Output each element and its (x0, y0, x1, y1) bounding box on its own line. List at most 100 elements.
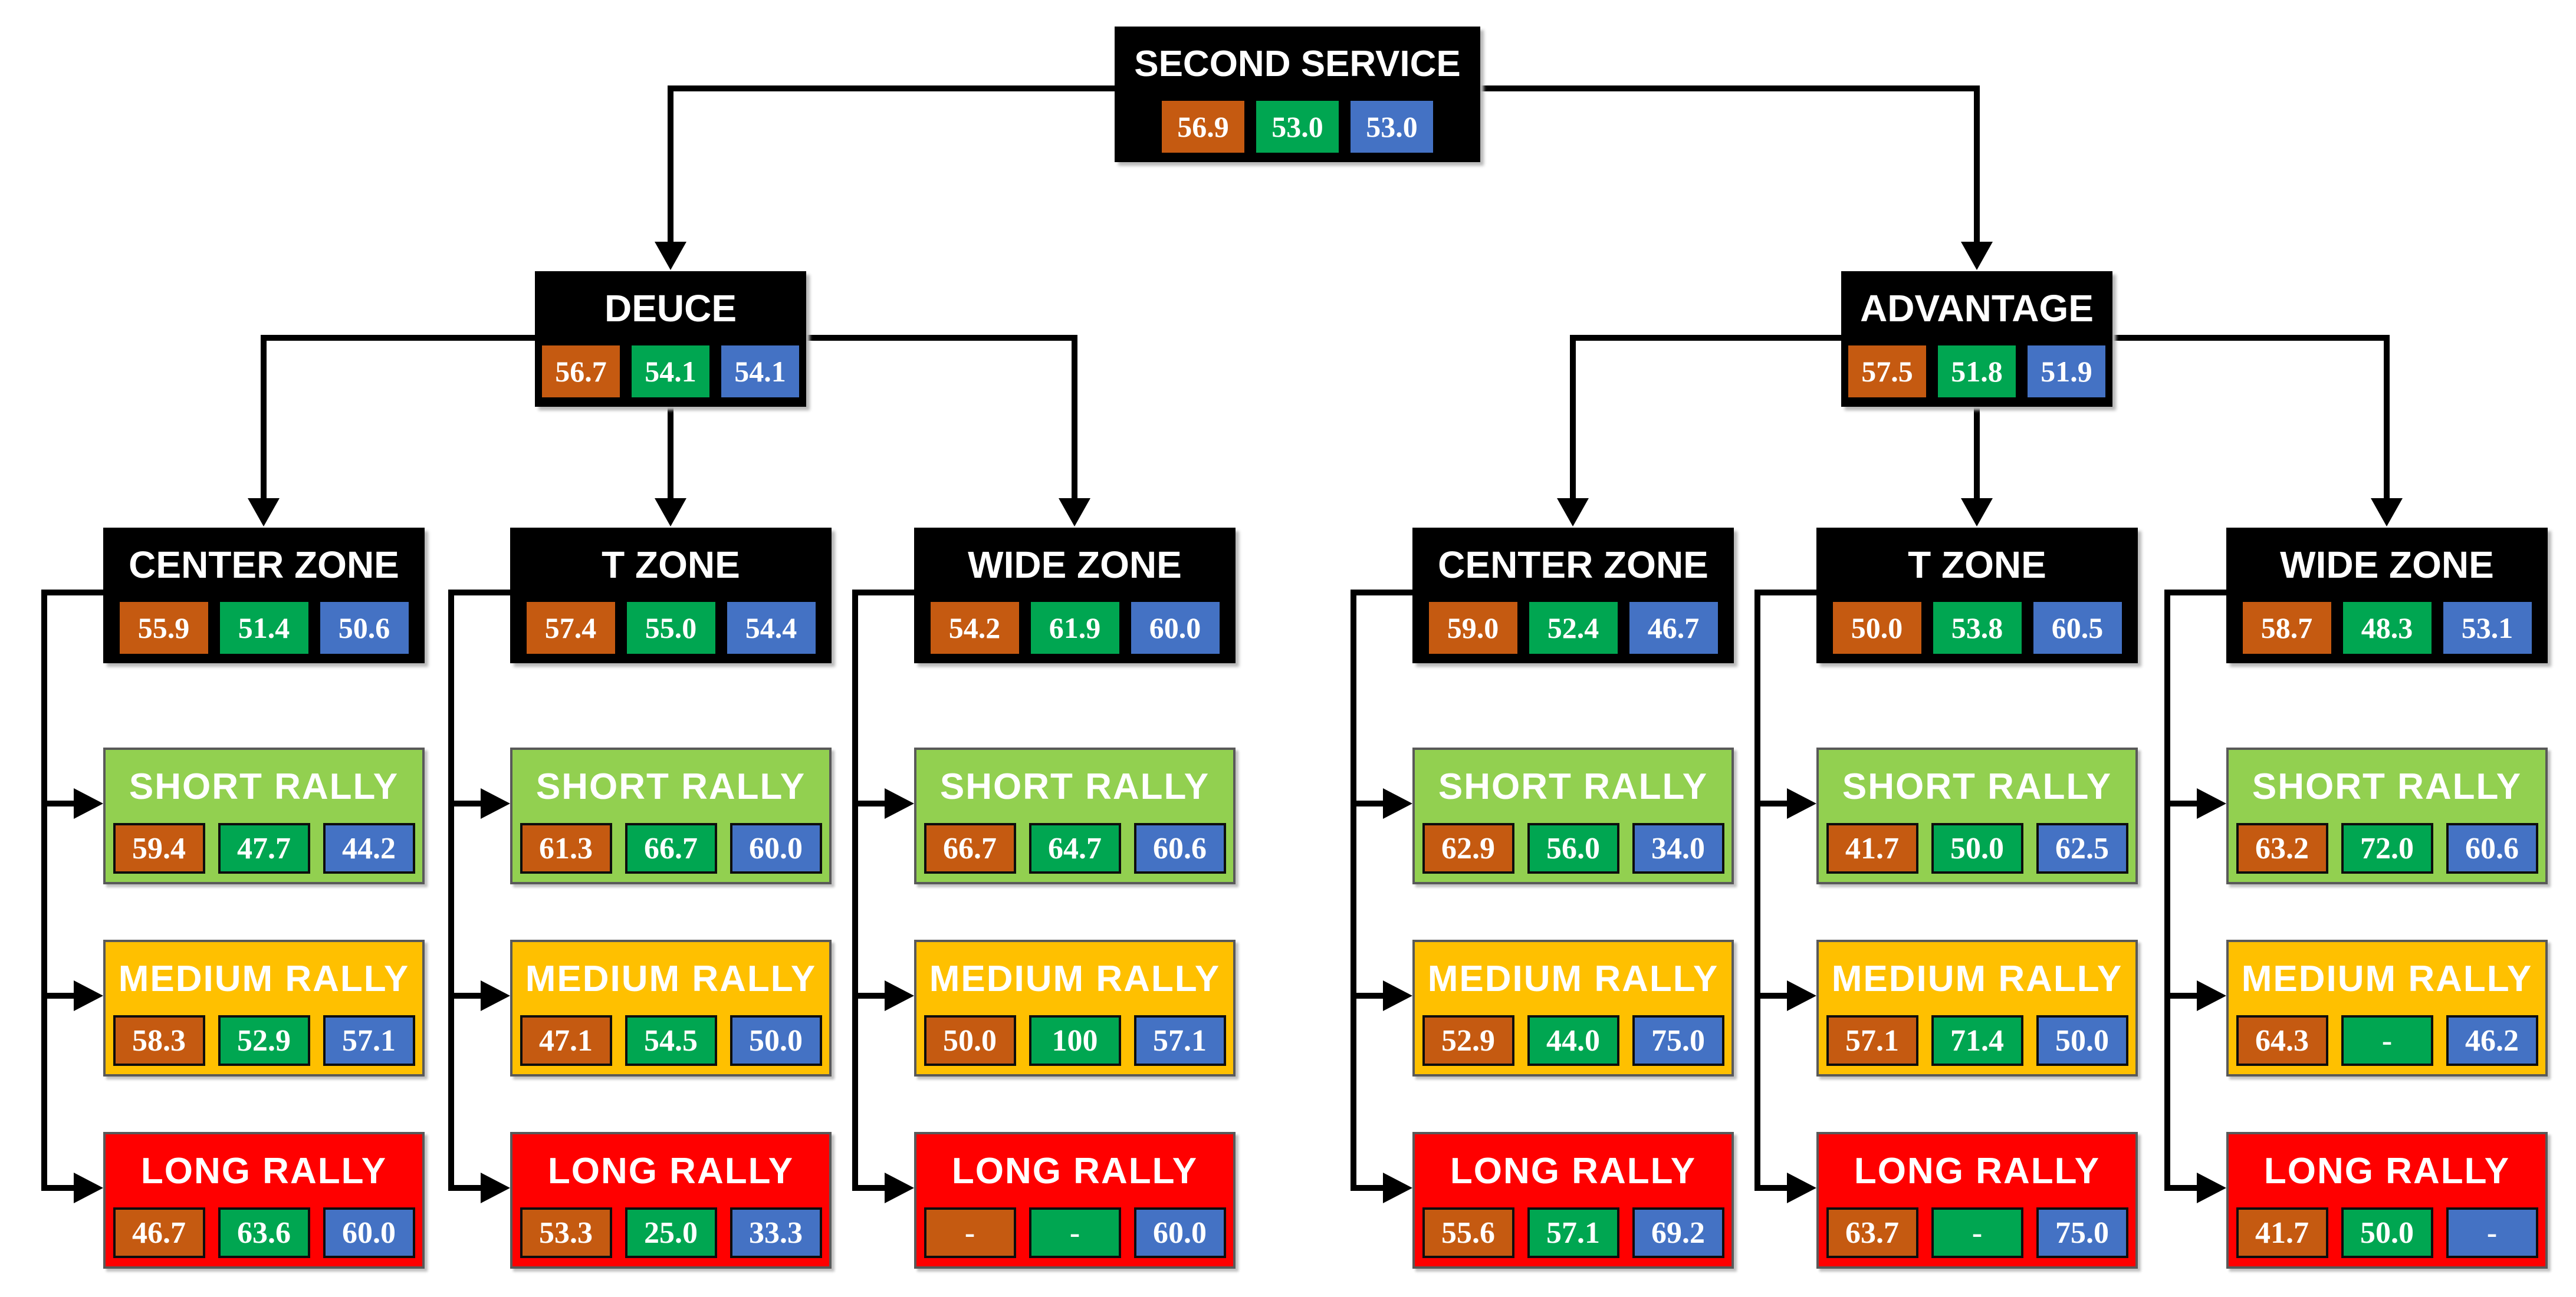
node-advantage: ADVANTAGE 57.5 51.8 51.9 (1841, 271, 2112, 407)
rally-title: SHORT RALLY (535, 766, 806, 807)
rally-node-short: SHORT RALLY 59.4 47.7 44.2 (103, 748, 425, 884)
connector-line (2384, 335, 2390, 501)
chip-row: 50.0 53.8 60.5 (1816, 602, 2138, 663)
stat-chip-orange: 50.0 (1832, 602, 1921, 654)
connector-line (1974, 407, 1980, 500)
stat-chip-blue: 75.0 (2036, 1207, 2128, 1258)
stat-chip-blue: 54.1 (721, 345, 799, 397)
stat-chip-orange: 41.7 (2236, 1207, 2328, 1258)
stat-chip-orange: 55.9 (119, 602, 208, 654)
stat-chip-orange: 63.7 (1826, 1207, 1918, 1258)
chip-row: 59.4 47.7 44.2 (106, 823, 422, 882)
rally-node-long: LONG RALLY 55.6 57.1 69.2 (1412, 1132, 1734, 1269)
stat-chip-blue: 75.0 (1632, 1015, 1724, 1066)
connector-arrowhead (1961, 498, 1993, 526)
connector-line (2112, 335, 2387, 341)
stat-chip-orange: 61.3 (520, 823, 612, 874)
stat-chip-blue: 53.0 (1351, 101, 1433, 153)
stat-chip-orange: 59.4 (113, 823, 205, 874)
rally-node-short: SHORT RALLY 61.3 66.7 60.0 (510, 748, 832, 884)
connector-line (1351, 1185, 1384, 1191)
chip-row: 58.3 52.9 57.1 (106, 1015, 422, 1074)
rally-title: MEDIUM RALLY (1427, 958, 1719, 999)
rally-title: LONG RALLY (951, 1150, 1198, 1191)
zone-node-deuce-center: CENTER ZONE 55.9 51.4 50.6 (103, 528, 425, 663)
connector-line (668, 407, 673, 500)
rally-node-long: LONG RALLY 53.3 25.0 33.3 (510, 1132, 832, 1269)
connector-arrowhead (2197, 788, 2226, 819)
stat-chip-green: 71.4 (1931, 1015, 2023, 1066)
connector-arrowhead (1787, 1173, 1816, 1203)
stat-chip-blue: 60.0 (730, 823, 822, 874)
connector-line (852, 801, 886, 806)
connector-line (1353, 590, 1412, 595)
chip-row: 64.3 - 46.2 (2229, 1015, 2545, 1074)
rally-title: MEDIUM RALLY (1831, 958, 2123, 999)
chip-row: 47.1 54.5 50.0 (512, 1015, 829, 1074)
stat-chip-green: 61.9 (1030, 602, 1119, 654)
chip-row: 57.1 71.4 50.0 (1819, 1015, 2135, 1074)
rally-node-long: LONG RALLY - - 60.0 (914, 1132, 1236, 1269)
connector-line (41, 801, 75, 806)
connector-line (451, 590, 510, 595)
stat-chip-green: 50.0 (1931, 823, 2023, 874)
rally-node-long: LONG RALLY 46.7 63.6 60.0 (103, 1132, 425, 1269)
stat-chip-blue: 50.6 (320, 602, 409, 654)
rally-node-medium: MEDIUM RALLY 47.1 54.5 50.0 (510, 940, 832, 1077)
connector-line (448, 590, 454, 1191)
rally-title: SHORT RALLY (2252, 766, 2522, 807)
stat-chip-green: 55.0 (626, 602, 715, 654)
rally-node-medium: MEDIUM RALLY 50.0 100 57.1 (914, 940, 1236, 1077)
zone-node-deuce-t: T ZONE 57.4 55.0 54.4 (510, 528, 832, 663)
connector-line (1072, 335, 1077, 501)
connector-arrowhead (1383, 980, 1412, 1011)
zone-title: T ZONE (1908, 544, 2046, 586)
stat-chip-green: 56.0 (1527, 823, 1619, 874)
chip-row: 57.5 51.8 51.9 (1841, 345, 2112, 407)
stat-chip-green: 66.7 (625, 823, 717, 874)
connector-line (2167, 590, 2226, 595)
connector-arrowhead (655, 242, 686, 270)
chip-row: 55.6 57.1 69.2 (1415, 1207, 1731, 1266)
connector-arrowhead (481, 1173, 510, 1203)
stat-chip-green: 51.4 (219, 602, 308, 654)
stat-chip-blue: 60.6 (2446, 823, 2538, 874)
stat-chip-green: 53.8 (1933, 602, 2022, 654)
connector-line (1754, 590, 1760, 1191)
stat-chip-blue: 53.1 (2443, 602, 2532, 654)
rally-title: MEDIUM RALLY (929, 958, 1221, 999)
connector-line (1754, 801, 1788, 806)
rally-title: LONG RALLY (2263, 1150, 2511, 1191)
connector-line (1351, 590, 1356, 1191)
stat-chip-blue: 60.0 (323, 1207, 415, 1258)
connector-arrowhead (1383, 788, 1412, 819)
stat-chip-green: 52.4 (1529, 602, 1618, 654)
node-title: ADVANTAGE (1860, 287, 2094, 330)
connector-line (1757, 590, 1816, 595)
chip-row: 41.7 50.0 - (2229, 1207, 2545, 1266)
rally-title: SHORT RALLY (939, 766, 1210, 807)
stat-chip-orange: 63.2 (2236, 823, 2328, 874)
rally-node-short: SHORT RALLY 62.9 56.0 34.0 (1412, 748, 1734, 884)
stat-chip-green: - (1029, 1207, 1121, 1258)
connector-line (1754, 1185, 1788, 1191)
connector-arrowhead (2371, 498, 2403, 526)
connector-line (1351, 801, 1384, 806)
stat-chip-blue: 60.5 (2033, 602, 2122, 654)
chip-row: - - 60.0 (916, 1207, 1233, 1266)
connector-arrowhead (74, 980, 103, 1011)
stat-chip-orange: 56.7 (542, 345, 620, 397)
stat-chip-green: 63.6 (218, 1207, 310, 1258)
node-deuce: DEUCE 56.7 54.1 54.1 (535, 271, 806, 407)
stat-chip-green: 47.7 (218, 823, 310, 874)
stat-chip-blue: 46.2 (2446, 1015, 2538, 1066)
connector-arrowhead (2197, 1173, 2226, 1203)
stat-chip-green: - (1931, 1207, 2023, 1258)
stat-chip-blue: 50.0 (2036, 1015, 2128, 1066)
stat-chip-orange: 59.0 (1428, 602, 1517, 654)
stat-chip-orange: 53.3 (520, 1207, 612, 1258)
connector-arrowhead (1557, 498, 1589, 526)
connector-arrowhead (885, 980, 914, 1011)
node-title: SECOND SERVICE (1134, 43, 1461, 84)
